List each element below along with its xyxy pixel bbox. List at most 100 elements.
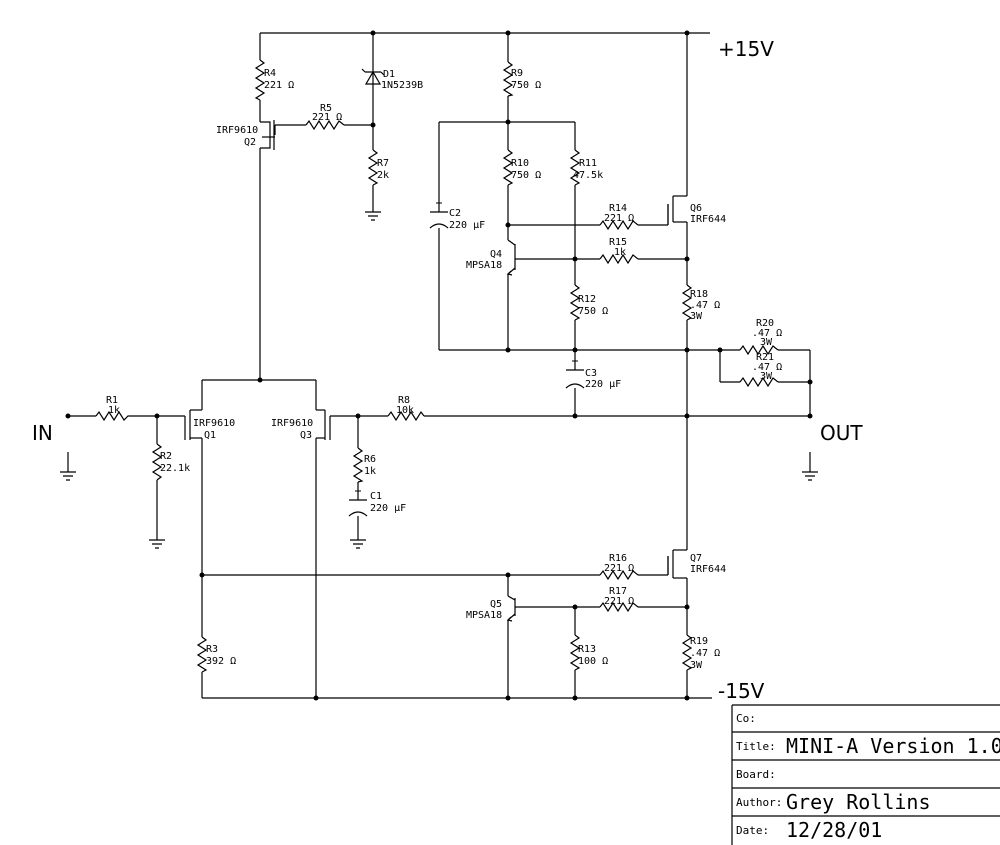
c3-value: 220 μF xyxy=(585,379,621,390)
d1-value: 1N5239B xyxy=(381,80,423,91)
resistor-r16 xyxy=(599,569,639,581)
title-block: Co: Title: MINI-A Version 1.0 Board: Aut… xyxy=(731,704,1000,845)
mosfet-q1 xyxy=(184,409,202,440)
r18-ref: R18 xyxy=(690,289,708,300)
q2-value: IRF9610 xyxy=(216,125,258,136)
q2-ref: Q2 xyxy=(244,137,256,148)
wires xyxy=(67,32,811,699)
date-label: Date: xyxy=(736,824,769,837)
mosfet-q3 xyxy=(316,409,331,440)
r16-value: 221 Ω xyxy=(604,563,634,574)
title-label: Title: xyxy=(736,740,776,753)
r6-value: 1k xyxy=(364,466,376,477)
q1-ref: Q1 xyxy=(204,430,216,441)
d1-ref: D1 xyxy=(383,69,395,80)
r14-ref: R14 xyxy=(609,203,627,214)
resistor-r6 xyxy=(352,447,364,483)
q3-ref: Q3 xyxy=(300,430,312,441)
r5-ref: R5 xyxy=(320,103,332,114)
q3-value: IRF9610 xyxy=(271,418,313,429)
resistor-r20 xyxy=(739,344,779,356)
r5-value: 221 Ω xyxy=(312,112,342,123)
r3-value: 392 Ω xyxy=(206,656,236,667)
resistor-r5 xyxy=(305,119,345,131)
resistor-r10 xyxy=(502,149,514,186)
q5-value: MPSA18 xyxy=(466,610,502,621)
r19-ref: R19 xyxy=(690,636,708,647)
resistor-r19 xyxy=(681,634,693,671)
q4-ref: Q4 xyxy=(490,249,502,260)
r12-ref: R12 xyxy=(578,294,596,305)
r15-ref: R15 xyxy=(609,237,627,248)
resistor-r12 xyxy=(569,284,581,321)
r20-ref: R20 xyxy=(756,318,774,329)
bjt-q5 xyxy=(506,598,516,622)
mosfet-q6 xyxy=(667,195,687,225)
c2-value: 220 μF xyxy=(449,220,485,231)
q6-value: IRF644 xyxy=(690,214,726,225)
capacitor-c3 xyxy=(565,358,585,389)
c3-ref: C3 xyxy=(585,368,597,379)
r7-ref: R7 xyxy=(377,158,389,169)
r2-ref: R2 xyxy=(160,451,172,462)
r2-value: 22.1k xyxy=(160,463,190,474)
resistor-r17 xyxy=(599,601,639,613)
c1-ref: C1 xyxy=(370,491,382,502)
r4-value: 221 Ω xyxy=(264,80,294,91)
author-value: Grey Rollins xyxy=(786,790,931,814)
r3-ref: R3 xyxy=(206,644,218,655)
r7-value: 2k xyxy=(377,170,389,181)
resistor-r9 xyxy=(502,61,514,97)
co-label: Co: xyxy=(736,712,756,725)
c2-ref: C2 xyxy=(449,208,461,219)
resistor-r2 xyxy=(151,443,163,481)
r12-value: 750 Ω xyxy=(578,306,608,317)
resistor-r3 xyxy=(196,636,208,673)
q4-value: MPSA18 xyxy=(466,260,502,271)
resistor-r4 xyxy=(254,59,266,101)
r17-value: 221 Ω xyxy=(604,596,634,607)
resistor-r15 xyxy=(599,253,639,265)
mosfet-q7 xyxy=(667,549,687,579)
resistor-r18 xyxy=(681,284,693,321)
capacitor-c2 xyxy=(429,200,449,229)
r10-value: 750 Ω xyxy=(511,170,541,181)
r13-ref: R13 xyxy=(578,644,596,655)
r11-value: 47.5k xyxy=(573,170,603,181)
ground-out xyxy=(802,471,818,481)
r17-ref: R17 xyxy=(609,586,627,597)
r9-value: 750 Ω xyxy=(511,80,541,91)
resistor-r11 xyxy=(569,149,581,186)
r16-ref: R16 xyxy=(609,553,627,564)
r8-value: 10k xyxy=(396,405,414,416)
r18-value: .47 Ω xyxy=(690,300,720,311)
r4-ref: R4 xyxy=(264,68,276,79)
bjt-q4 xyxy=(506,244,516,276)
ground-r7 xyxy=(365,211,381,221)
resistor-r7 xyxy=(367,149,379,186)
resistor-r21 xyxy=(739,376,779,388)
r11-ref: R11 xyxy=(579,158,597,169)
r21-value: .47 Ω xyxy=(752,362,782,373)
q7-value: IRF644 xyxy=(690,564,726,575)
junctions xyxy=(65,30,813,701)
r18-power: 3W xyxy=(690,311,703,322)
q7-ref: Q7 xyxy=(690,553,702,564)
ground-c1 xyxy=(350,539,366,549)
c1-value: 220 μF xyxy=(370,503,406,514)
r9-ref: R9 xyxy=(511,68,523,79)
input-port-label: IN xyxy=(32,421,53,445)
mosfet-q2 xyxy=(260,120,275,150)
negative-rail-label: -15V xyxy=(718,679,765,703)
resistor-r8 xyxy=(387,410,425,422)
r1-ref: R1 xyxy=(106,395,118,406)
author-label: Author: xyxy=(736,796,782,809)
r21-power: 3W xyxy=(760,371,773,382)
r19-power: 3W xyxy=(690,660,703,671)
r14-value: 221 Ω xyxy=(604,213,634,224)
r10-ref: R10 xyxy=(511,158,529,169)
board-label: Board: xyxy=(736,768,776,781)
r8-ref: R8 xyxy=(398,395,410,406)
q1-value: IRF9610 xyxy=(193,418,235,429)
